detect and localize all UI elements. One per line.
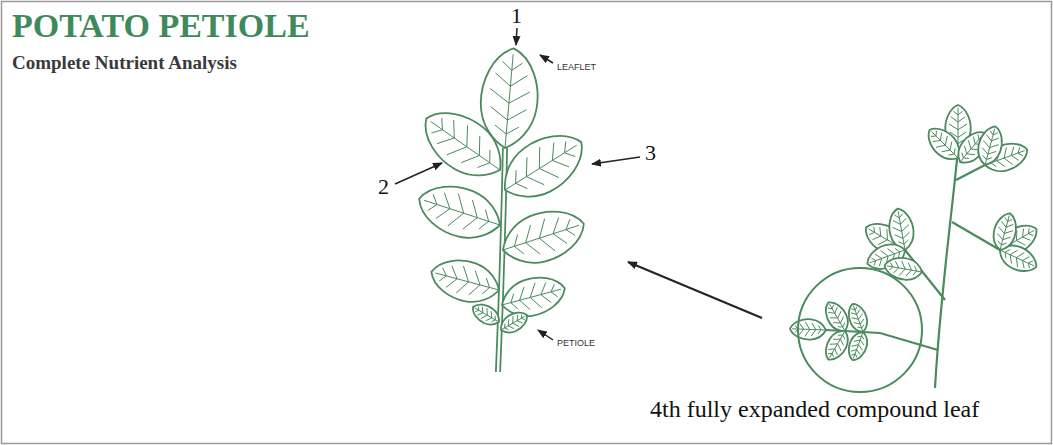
callout-number: 3 [645, 140, 656, 165]
petiole-stem [498, 148, 505, 372]
leaflet [496, 201, 592, 273]
callout-number: 2 [378, 174, 389, 199]
petiole-stem [498, 148, 505, 372]
leaflet [412, 98, 515, 191]
callout-arrow [516, 28, 517, 45]
potato-plant [790, 105, 1043, 392]
plant-leaf [845, 301, 871, 335]
leaflet [497, 308, 531, 338]
highlight-circle [798, 268, 922, 392]
leaflet [412, 176, 508, 248]
callout-arrows [395, 28, 762, 340]
caption-note: 4th fully expanded compound leaf [650, 396, 979, 424]
plant-leaf [883, 255, 924, 283]
leaflet [426, 253, 504, 309]
plant-leaf [790, 319, 827, 341]
plant-leaf [820, 326, 853, 364]
part-label: PETIOLE [557, 338, 595, 348]
subtitle: Complete Nutrient Analysis [12, 52, 237, 74]
leaflet [492, 121, 595, 212]
callout-number: 1 [511, 3, 522, 28]
plant-branch [956, 165, 985, 180]
plant-leaf [845, 329, 871, 363]
title: POTATO PETIOLE [12, 6, 310, 45]
callout-arrow [395, 163, 442, 184]
plant-stem [935, 150, 958, 388]
callout-arrow [592, 157, 640, 164]
leader-arrow [540, 55, 553, 63]
plant-leaf [974, 123, 1006, 167]
part-label: LEAFLET [557, 62, 596, 72]
leaflet [497, 270, 569, 322]
plant-leaf [990, 211, 1021, 253]
leaflet [469, 300, 503, 330]
pointer-arrow [628, 262, 762, 318]
leader-arrow [538, 330, 553, 340]
compound-leaf [412, 46, 595, 372]
